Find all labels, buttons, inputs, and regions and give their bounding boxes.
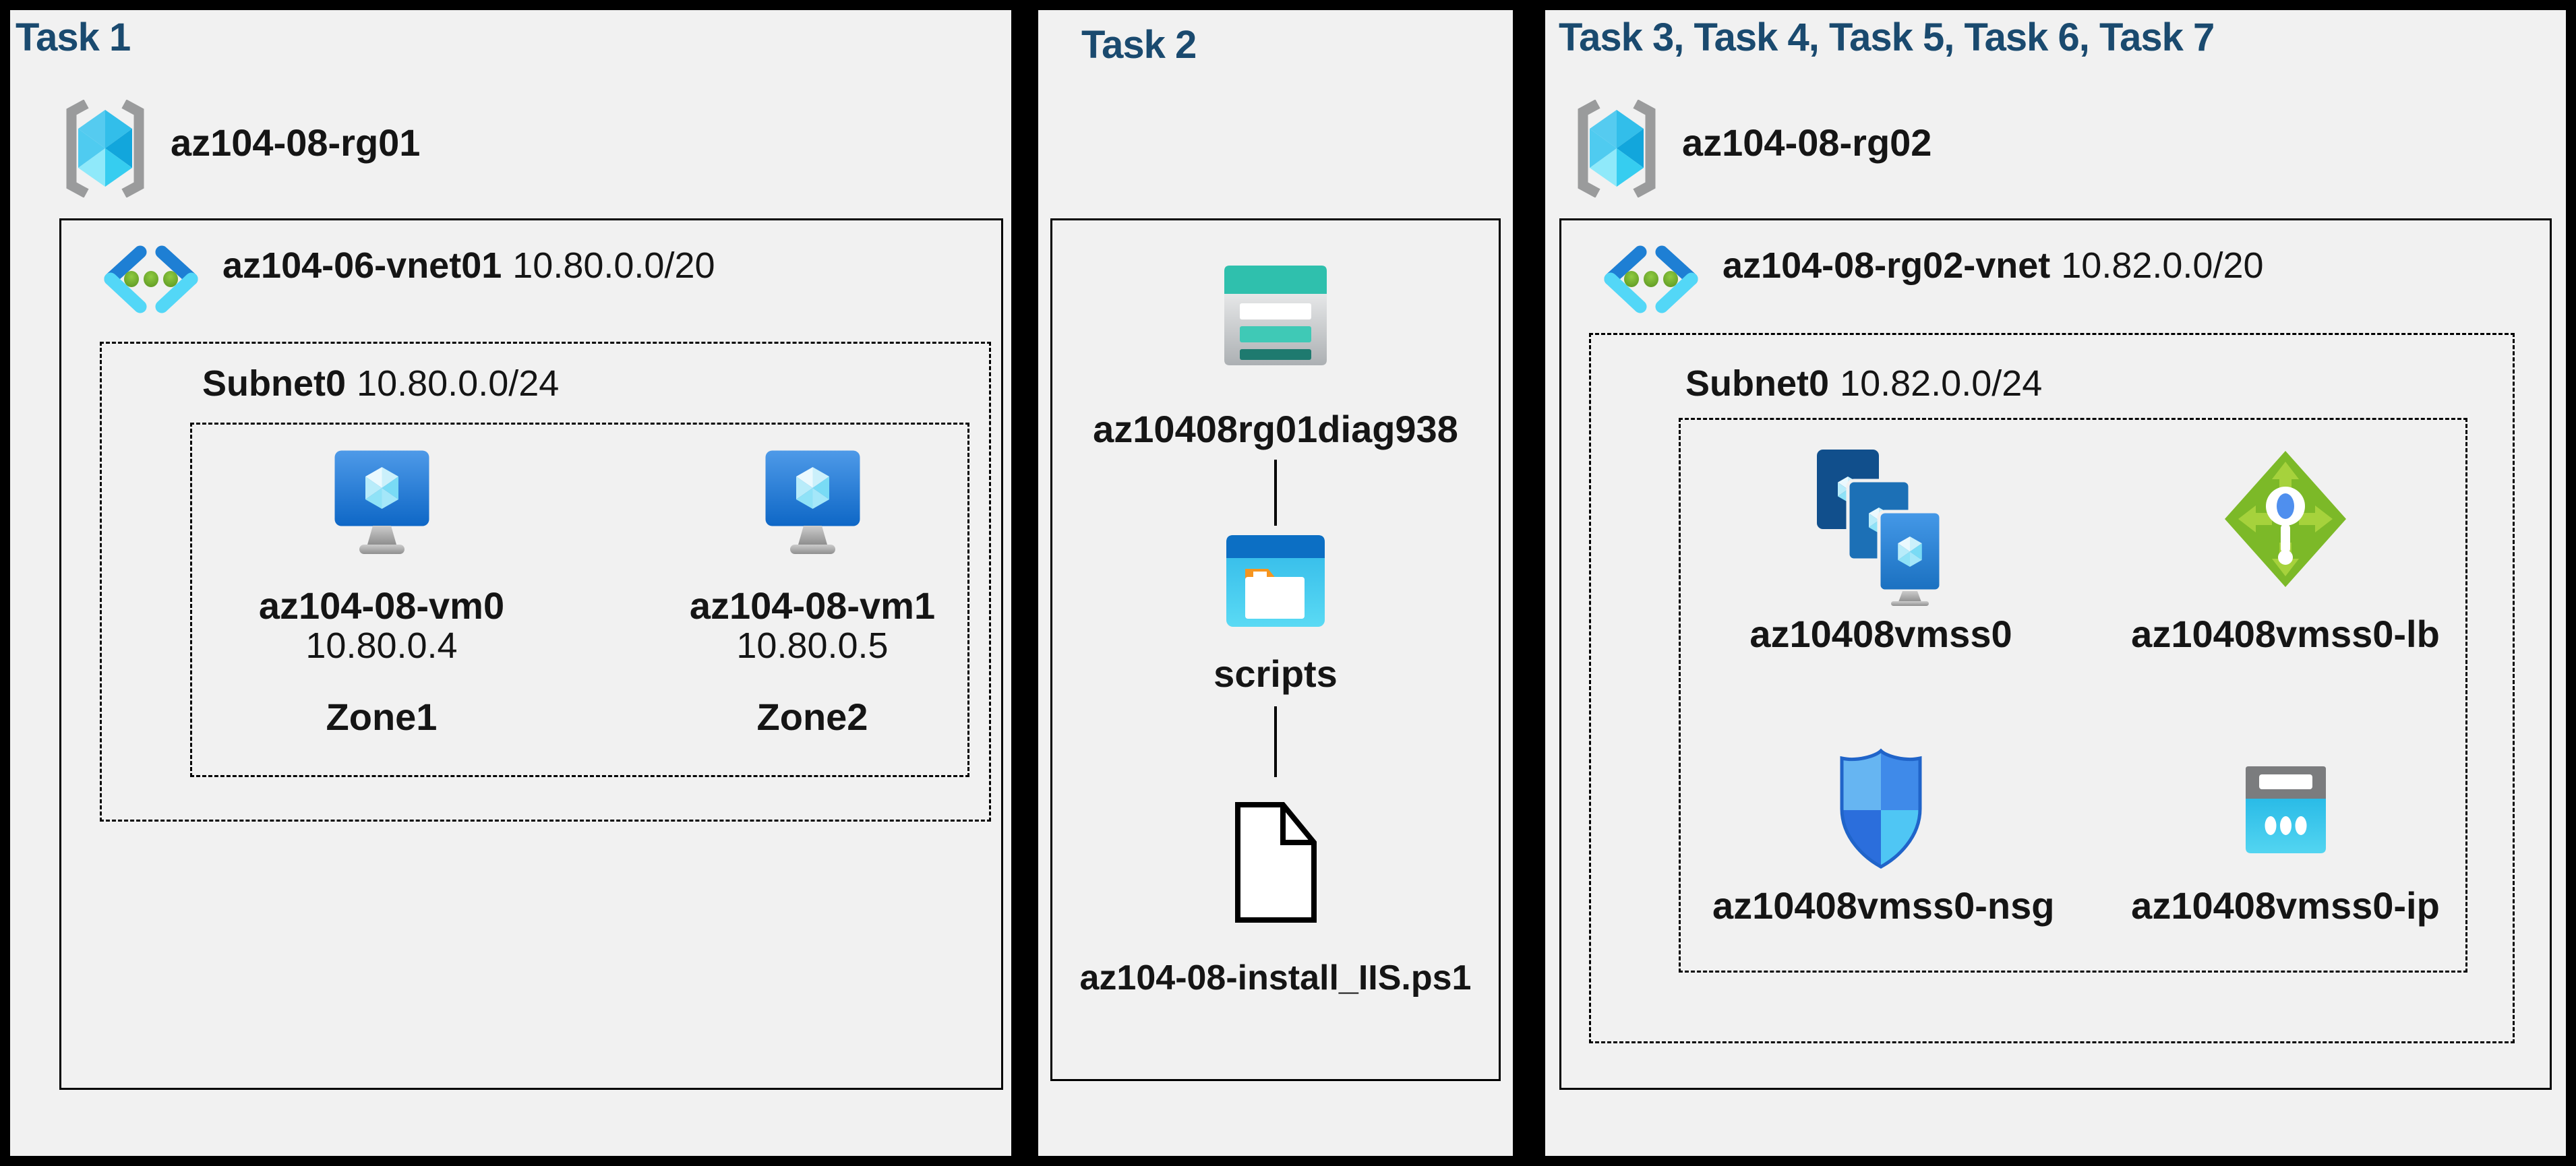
vnet-cidr: 10.80.0.0/20 xyxy=(512,245,715,286)
vm-icon xyxy=(765,450,861,556)
storage-box xyxy=(1050,218,1501,1081)
vm-ip: 10.80.0.4 xyxy=(305,625,458,666)
storage-account-name: az10408rg01diag938 xyxy=(1093,408,1458,450)
vnet-box xyxy=(1559,218,2552,1090)
load-balancer-icon xyxy=(2222,448,2349,590)
subnet-box xyxy=(100,342,991,822)
subnet-cidr: 10.80.0.0/24 xyxy=(357,363,560,404)
subnet-name: Subnet0 xyxy=(202,363,347,404)
resource-name: az10408vmss0-lb xyxy=(2131,613,2440,655)
blob-container-icon xyxy=(1225,534,1326,628)
resource-name: az10408vmss0 xyxy=(1749,613,2012,655)
resource-name: az10408vmss0-ip xyxy=(2131,884,2440,927)
vm-name: az104-08-vm0 xyxy=(258,584,505,627)
resource-group-name: az104-08-rg01 xyxy=(171,121,421,164)
subnet-name: Subnet0 xyxy=(1685,363,1830,404)
virtual-network-icon xyxy=(1600,244,1702,315)
vm-name: az104-08-vm1 xyxy=(689,584,936,627)
subnet-box xyxy=(1589,333,2515,1043)
vm-zone: Zone1 xyxy=(326,696,438,738)
task2-title: Task 2 xyxy=(1081,23,1197,67)
nsg-icon xyxy=(1835,748,1927,869)
container-name: scripts xyxy=(1214,652,1338,695)
vm-ip: 10.80.0.5 xyxy=(736,625,889,666)
resource-group-icon xyxy=(61,100,150,197)
vnet-box xyxy=(59,218,1003,1090)
task2-panel: Task 2 az10408rg01diag938 scripts az104-… xyxy=(1038,10,1513,1156)
vm-group-box xyxy=(190,423,969,777)
connector-line xyxy=(1274,460,1277,526)
storage-account-icon xyxy=(1222,263,1329,369)
vm-zone: Zone2 xyxy=(756,696,868,738)
vmss-group-box xyxy=(1679,418,2467,973)
resource-group-icon xyxy=(1572,100,1661,197)
vnet-name: az104-08-rg02-vnet xyxy=(1723,245,2051,286)
file-name: az104-08-install_IIS.ps1 xyxy=(1079,958,1472,998)
task3-7-panel: Task 3, Task 4, Task 5, Task 6, Task 7 a… xyxy=(1545,10,2566,1156)
task3-7-title: Task 3, Task 4, Task 5, Task 6, Task 7 xyxy=(1559,16,2215,59)
resource-group-name: az104-08-rg02 xyxy=(1682,121,1932,164)
vmss-icon xyxy=(1816,448,1947,606)
connector-line xyxy=(1274,706,1277,777)
subnet-cidr: 10.82.0.0/24 xyxy=(1840,363,2043,404)
task1-title: Task 1 xyxy=(16,16,131,59)
vnet-cidr: 10.82.0.0/20 xyxy=(2061,245,2264,286)
vm-icon xyxy=(334,450,430,556)
resource-name: az10408vmss0-nsg xyxy=(1712,884,2055,927)
public-ip-icon xyxy=(2238,765,2334,856)
vnet-name: az104-06-vnet01 xyxy=(222,245,502,286)
virtual-network-icon xyxy=(100,244,202,315)
ps1-file-icon xyxy=(1233,800,1319,925)
